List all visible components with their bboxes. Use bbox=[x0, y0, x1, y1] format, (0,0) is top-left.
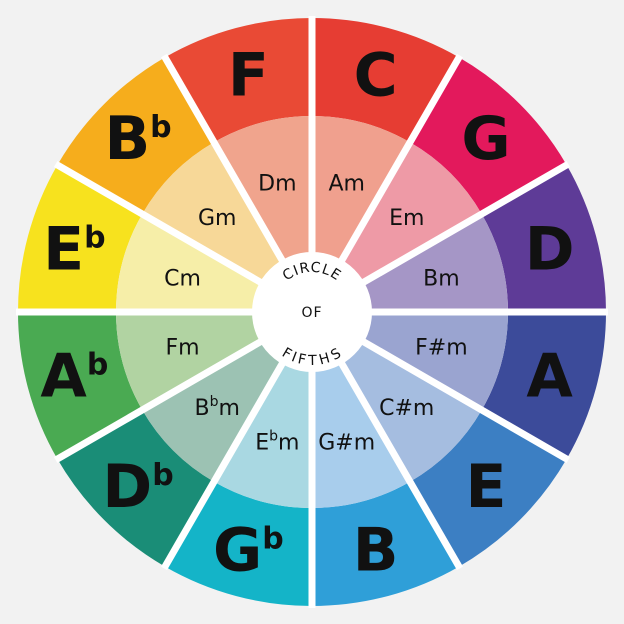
minor-key-root: C#m bbox=[379, 396, 434, 421]
segment-7-inner bbox=[142, 341, 283, 482]
major-key-letter: D bbox=[525, 214, 575, 284]
minor-key-root: Cm bbox=[164, 266, 201, 291]
segment-7-outer bbox=[57, 410, 214, 567]
minor-key-label: Am bbox=[328, 172, 364, 197]
minor-key-accidental: b bbox=[269, 428, 278, 444]
minor-key-label: Bbm bbox=[195, 394, 240, 421]
segment-1-outer bbox=[410, 57, 567, 214]
segment-10-inner bbox=[142, 142, 283, 283]
segment-2-inner bbox=[362, 214, 508, 312]
major-key-letter: B bbox=[353, 516, 399, 586]
segment-11-inner bbox=[214, 116, 312, 262]
segment-divider bbox=[360, 337, 571, 464]
minor-key-root: Em bbox=[389, 206, 424, 231]
major-key-label: Eb bbox=[43, 214, 105, 284]
center-disc bbox=[252, 252, 372, 372]
segment-9-inner bbox=[116, 214, 262, 312]
wheel-dividers bbox=[16, 16, 608, 608]
center-label-mid: OF bbox=[301, 305, 322, 321]
segment-8-outer bbox=[18, 312, 143, 459]
segment-divider bbox=[53, 160, 264, 287]
minor-key-root: E bbox=[255, 430, 269, 455]
segment-10-outer bbox=[57, 57, 214, 214]
major-key-label: F bbox=[228, 40, 269, 110]
minor-key-label: Ebm bbox=[255, 428, 299, 455]
major-key-letter: B bbox=[104, 104, 150, 174]
minor-key-label: Em bbox=[389, 206, 424, 231]
segment-3-inner bbox=[362, 312, 508, 410]
major-key-label: E bbox=[465, 452, 506, 522]
major-key-letter: E bbox=[43, 214, 84, 284]
major-key-letter: G bbox=[461, 104, 510, 174]
minor-key-root: Bm bbox=[423, 266, 460, 291]
segment-9-outer bbox=[18, 165, 143, 312]
segment-6-outer bbox=[165, 481, 312, 606]
minor-key-suffix: m bbox=[278, 430, 299, 455]
major-key-letter: A bbox=[526, 342, 573, 412]
major-key-label: Gb bbox=[213, 516, 284, 586]
major-key-accidental: b bbox=[87, 348, 108, 383]
segment-0-outer bbox=[312, 18, 459, 143]
major-key-letter: C bbox=[354, 40, 398, 110]
major-key-letter: D bbox=[102, 452, 152, 522]
minor-key-root: Dm bbox=[258, 172, 296, 197]
minor-key-label: Cm bbox=[164, 266, 201, 291]
segment-divider bbox=[360, 160, 571, 287]
minor-key-label: Bm bbox=[423, 266, 460, 291]
major-key-label: Bb bbox=[104, 104, 171, 174]
minor-key-root: G#m bbox=[318, 430, 375, 455]
minor-key-label: Dm bbox=[258, 172, 296, 197]
segment-divider bbox=[337, 53, 464, 264]
segment-4-outer bbox=[410, 410, 567, 567]
segment-divider bbox=[337, 360, 464, 571]
minor-key-label: F#m bbox=[415, 336, 468, 361]
minor-key-accidental: b bbox=[210, 394, 219, 410]
segment-5-outer bbox=[312, 481, 459, 606]
segment-3-outer bbox=[481, 312, 606, 459]
segment-2-outer bbox=[481, 165, 606, 312]
minor-key-label: C#m bbox=[379, 396, 434, 421]
minor-key-label: G#m bbox=[318, 430, 375, 455]
segment-divider bbox=[160, 360, 287, 571]
major-key-label: C bbox=[354, 40, 398, 110]
segment-6-inner bbox=[214, 362, 312, 508]
major-key-label: A bbox=[526, 342, 573, 412]
segment-5-inner bbox=[312, 362, 410, 508]
minor-key-suffix: m bbox=[219, 396, 240, 421]
minor-key-root: Fm bbox=[166, 336, 200, 361]
major-key-label: Ab bbox=[40, 342, 108, 412]
segment-1-inner bbox=[341, 142, 482, 283]
major-key-accidental: b bbox=[84, 220, 105, 255]
segment-11-outer bbox=[165, 18, 312, 143]
minor-key-root: F#m bbox=[415, 336, 468, 361]
minor-key-root: Gm bbox=[198, 206, 236, 231]
major-key-label: G bbox=[461, 104, 510, 174]
major-key-accidental: b bbox=[262, 522, 283, 557]
major-key-label: B bbox=[353, 516, 399, 586]
segment-8-inner bbox=[116, 312, 262, 410]
segment-divider bbox=[53, 337, 264, 464]
wheel-segments bbox=[18, 18, 606, 606]
minor-key-root: B bbox=[195, 396, 210, 421]
major-key-label: D bbox=[525, 214, 575, 284]
major-key-accidental: b bbox=[150, 110, 171, 145]
segment-divider bbox=[160, 53, 287, 264]
segment-4-inner bbox=[341, 341, 482, 482]
minor-key-label: Gm bbox=[198, 206, 236, 231]
major-key-letter: G bbox=[213, 516, 262, 586]
major-key-letter: E bbox=[465, 452, 506, 522]
major-key-letter: A bbox=[40, 342, 87, 412]
minor-key-label: Fm bbox=[166, 336, 200, 361]
major-key-letter: F bbox=[228, 40, 269, 110]
major-key-label: Db bbox=[102, 452, 173, 522]
segment-0-inner bbox=[312, 116, 410, 262]
major-key-accidental: b bbox=[152, 458, 173, 493]
minor-key-root: Am bbox=[328, 172, 364, 197]
